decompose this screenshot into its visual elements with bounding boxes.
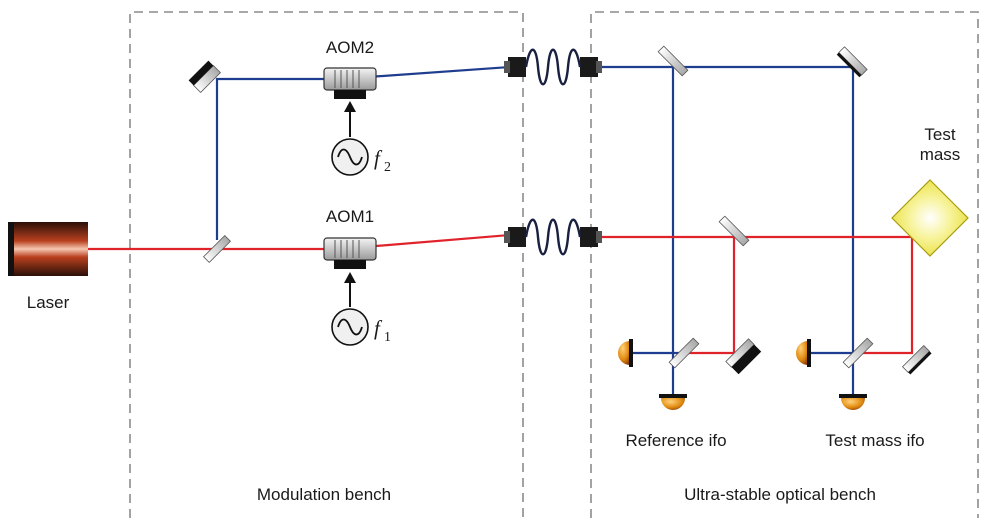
mirror-icon [836,46,868,78]
aom1-icon [323,237,377,269]
signal-generator-icon [331,138,369,176]
optical-fiber-icon [524,218,582,256]
beamsplitter-icon [842,337,874,369]
photodiode-icon [659,394,687,410]
mirror-icon [725,338,762,375]
aom1-label: AOM1 [326,207,374,226]
reference-ifo-label: Reference ifo [625,431,726,450]
photodiode-icon [839,394,867,410]
test-mass-label-line1: Test [924,125,955,144]
optical-fiber-icon [524,48,582,86]
aom2-label: AOM2 [326,38,374,57]
mirror-icon [901,344,932,375]
beamsplitter-icon [202,234,232,264]
beamsplitter-icon [718,215,750,247]
arrow-up-icon [344,272,356,307]
beamsplitter-icon [657,45,689,77]
fiber-coupler-icon [504,57,602,77]
f1-subscript: 1 [384,330,391,345]
f2-label: f [374,146,383,170]
test-mass-label-line2: mass [920,145,961,164]
mirror-icon [188,60,222,94]
fiber-coupler-icon [504,227,602,247]
test-mass-ifo-label: Test mass ifo [825,431,924,450]
test-mass-icon [891,179,969,257]
optical-bench-border [590,11,979,518]
laser-icon [8,222,88,276]
photodiode-icon [618,339,633,367]
optical-bench-label: Ultra-stable optical bench [684,485,876,504]
f1-label: f [374,316,383,340]
beamsplitter-icon [668,337,700,369]
arrow-up-icon [344,101,356,137]
aom2-icon [323,67,377,99]
photodiode-icon [796,339,811,367]
laser-label: Laser [27,293,70,312]
f2-subscript: 2 [384,160,391,175]
modulation-bench-label: Modulation bench [257,485,391,504]
signal-generator-icon [331,308,369,346]
